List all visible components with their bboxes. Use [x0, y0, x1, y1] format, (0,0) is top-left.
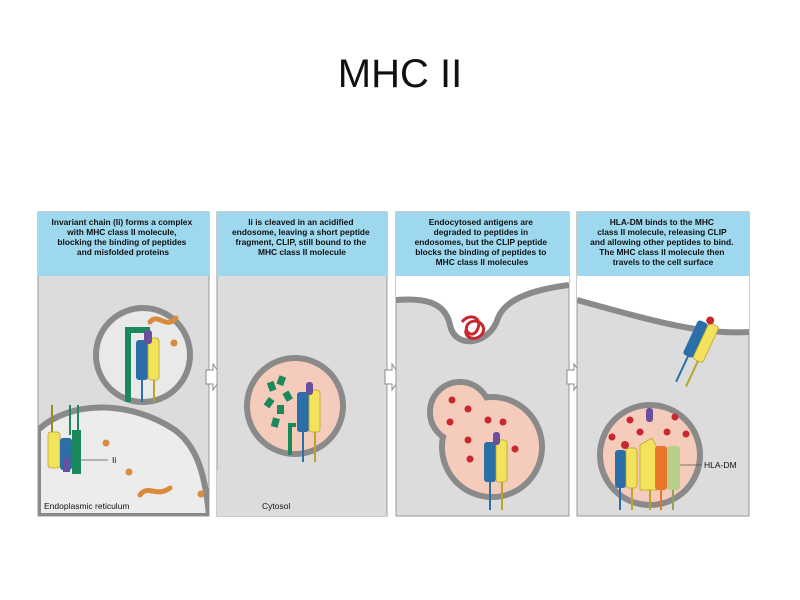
caption-line: and misfolded proteins [77, 247, 169, 257]
caption-line: class II molecule, releasing CLIP [597, 227, 727, 237]
panel-2-caption-box [217, 212, 387, 276]
clip-peptide [306, 382, 313, 395]
invariant-fragment [270, 417, 280, 428]
caption-line: Ii is cleaved in an acidified [248, 217, 353, 227]
panel-4: HLA-DM binds to the MHC class II molecul… [576, 211, 750, 517]
peptide [499, 418, 507, 426]
mhc-class-ii-molecule [484, 432, 508, 510]
misfolded-protein-dot [170, 339, 178, 347]
caption-line: travels to the cell surface [613, 257, 714, 267]
caption-line: degraded to peptides in [434, 227, 528, 237]
caption-line: blocking the binding of peptides [57, 237, 186, 247]
peptide [464, 405, 472, 413]
hla-dm-label: HLA-DM [704, 460, 737, 470]
hla-dm-molecule [639, 437, 702, 510]
invariant-fragment [277, 405, 284, 414]
mhc-class-ii-molecule [297, 382, 321, 462]
invariant-fragment [266, 380, 277, 392]
peptide [511, 445, 519, 453]
caption-line: and allowing other peptides to bind. [590, 237, 733, 247]
panel-2: Ii is cleaved in an acidified endosome, … [216, 211, 388, 517]
peptide [446, 418, 454, 426]
misfolded-protein [137, 485, 173, 498]
peptide [484, 416, 492, 424]
panel-4-caption: HLA-DM binds to the MHC class II molecul… [590, 217, 736, 267]
peptide [671, 413, 679, 421]
invariant-chain-label: Ii [112, 455, 116, 465]
surface-mhc-class-ii-molecule [675, 316, 719, 387]
panel-2-caption: Ii is cleaved in an acidified endosome, … [232, 217, 372, 257]
peptide [663, 428, 671, 436]
slide-title: MHC II [337, 52, 463, 96]
panel-4-caption-box [577, 212, 749, 276]
mhc-class-ii-molecule [136, 330, 160, 402]
peptide [448, 396, 456, 404]
caption-line: fragment, CLIP, still bound to the [236, 237, 367, 247]
invariant-fragment [263, 397, 275, 409]
acidified-endosome [244, 355, 346, 457]
caption-line: endosomes, but the CLIP peptide [415, 237, 548, 247]
misfolded-protein-dot [125, 468, 133, 476]
panel-3-caption: Endocytosed antigens are degraded to pep… [415, 217, 550, 267]
cytosol-label: Cytosol [262, 501, 290, 511]
plasma-membrane [577, 297, 749, 336]
caption-line: Endocytosed antigens are [429, 217, 534, 227]
plasma-membrane [396, 282, 569, 345]
panel-1: Invariant chain (Ii) forms a complex wit… [37, 211, 210, 517]
caption-line: endosome, leaving a short peptide [232, 227, 370, 237]
panel-3: Endocytosed antigens are degraded to pep… [395, 211, 570, 517]
peptide [466, 455, 474, 463]
panel-1-caption-box [38, 212, 209, 276]
endocytosed-antigen [460, 315, 485, 340]
caption-line: blocks the binding of peptides to [415, 247, 546, 257]
panel-1-caption: Invariant chain (Ii) forms a complex wit… [52, 217, 195, 257]
caption-line: with MHC class II molecule, [66, 227, 176, 237]
clip-peptide [493, 432, 500, 445]
peptide [464, 436, 472, 444]
invariant-chain [125, 327, 150, 402]
invariant-fragment [282, 390, 293, 402]
panel-3-caption-box [396, 212, 569, 276]
mhc-class-ii-molecule [615, 441, 638, 510]
invariant-fragment [276, 375, 287, 387]
caption-line: MHC class II molecules [436, 257, 529, 267]
bound-peptide [706, 316, 715, 325]
peptide [608, 433, 616, 441]
misfolded-protein-dot [197, 490, 205, 498]
caption-line: The MHC class II molecule then [599, 247, 724, 257]
caption-line: MHC class II molecule [258, 247, 346, 257]
peptide [636, 428, 644, 436]
misfolded-protein [147, 315, 179, 325]
invariant-chain-remnant [288, 423, 296, 455]
endoplasmic-reticulum-label: Endoplasmic reticulum [44, 501, 130, 511]
mhc-ii-invariant-complex [47, 405, 108, 474]
caption-line: Invariant chain (Ii) forms a complex [52, 217, 193, 227]
peptide [682, 430, 690, 438]
released-clip [646, 408, 653, 422]
caption-line: HLA-DM binds to the MHC [610, 217, 714, 227]
misfolded-protein-dot [102, 439, 110, 447]
peptide [626, 416, 634, 424]
